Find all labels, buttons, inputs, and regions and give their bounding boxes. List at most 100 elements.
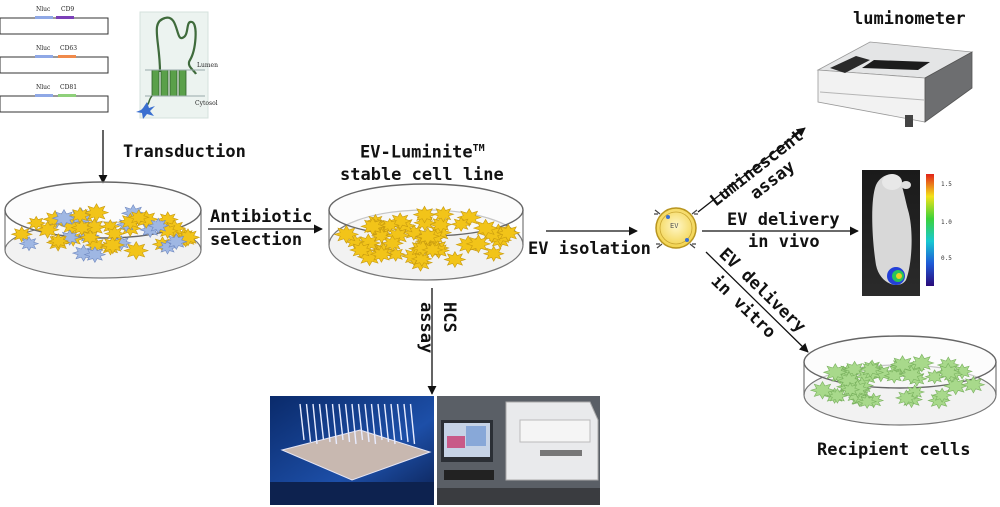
- cell-icon: [83, 203, 110, 223]
- cell-icon: [123, 240, 150, 261]
- cell-icon: [127, 209, 150, 226]
- ev-isolation-label: EV isolation: [528, 239, 651, 259]
- pipette-tip: [344, 403, 351, 443]
- pipette-tip: [364, 403, 370, 443]
- cell-icon: [432, 205, 455, 223]
- cell-icon: [103, 225, 126, 242]
- cell-icon: [472, 218, 499, 238]
- pipette-tip: [312, 403, 318, 445]
- cell-icon: [333, 224, 360, 244]
- cell-icon: [26, 215, 47, 231]
- construct-cd9: [0, 16, 109, 35]
- hcs-robot-photo: [270, 396, 434, 505]
- pipette-tip: [403, 403, 409, 443]
- cell-icon: [857, 394, 878, 409]
- pipette-tip: [396, 403, 403, 441]
- cell-icon: [943, 376, 969, 396]
- antibiotic-label: Antibiotic: [210, 207, 313, 227]
- cell-cluster-mixed: [10, 203, 201, 263]
- cell-icon: [165, 233, 188, 250]
- transduction-label: Transduction: [123, 142, 246, 162]
- dish-transduced: [4, 181, 202, 279]
- ev-luminite-text: EV-Luminite: [360, 142, 473, 163]
- cell-icon: [381, 234, 404, 252]
- cell-icon: [961, 375, 986, 394]
- pipette-tip: [370, 403, 377, 445]
- cell-icon: [100, 235, 126, 255]
- colorbar-tick-high: 1.5: [941, 181, 952, 188]
- cell-icon: [465, 234, 492, 254]
- cell-icon: [482, 245, 505, 262]
- ev-luminite-title: EV-LuminiteTM: [360, 143, 485, 162]
- ev-particle-icon: [654, 207, 698, 249]
- tetraspanin-schematic: [136, 11, 209, 119]
- construct-cd9-label: CD9: [61, 6, 75, 13]
- pipette-tip: [351, 403, 357, 445]
- cell-icon: [894, 389, 918, 407]
- cell-icon: [10, 226, 33, 243]
- selection-label: selection: [210, 230, 303, 250]
- cell-icon: [79, 229, 102, 246]
- construct-cd81-label: CD81: [60, 84, 78, 91]
- cell-icon: [47, 233, 69, 249]
- cell-icon: [18, 236, 40, 252]
- cell-icon: [68, 206, 92, 224]
- colorbar-tick-mid: 1.0: [941, 219, 952, 226]
- pipette-tip: [338, 403, 344, 441]
- pipette-tips: [299, 403, 416, 445]
- pipette-tip: [299, 403, 305, 441]
- construct-cd63: [0, 55, 109, 74]
- cell-icon: [379, 217, 400, 233]
- cell-icon: [147, 217, 170, 234]
- cell-icon: [412, 205, 437, 224]
- construct-cd63-label: CD63: [60, 45, 78, 52]
- pipette-tip: [325, 403, 331, 443]
- pipette-tip: [390, 403, 396, 445]
- pipette-tip: [331, 403, 338, 445]
- cell-icon: [421, 241, 444, 259]
- dish-recipient: [803, 335, 997, 426]
- pipette-tip: [383, 403, 390, 443]
- cell-icon: [415, 226, 441, 246]
- cell-icon: [889, 355, 916, 374]
- cell-icon: [931, 387, 953, 403]
- stable-cell-line-label: stable cell line: [340, 165, 504, 185]
- nluc-star-icon: [136, 102, 155, 119]
- cell-icon: [909, 353, 935, 373]
- hcs-instrument-photo: [437, 396, 600, 505]
- construct-cd9-nluc-label: Nluc: [36, 6, 51, 13]
- luminometer-label: luminometer: [853, 9, 966, 29]
- lumen-label: Lumen: [197, 62, 218, 69]
- construct-cd81: [0, 94, 109, 113]
- cell-icon: [840, 382, 861, 398]
- in-vivo-imaging: [862, 170, 934, 296]
- pipette-tip: [357, 403, 364, 441]
- cell-icon: [809, 380, 835, 400]
- cell-icon: [450, 216, 472, 232]
- cell-icon: [369, 245, 394, 263]
- in-vivo-label: in vivo: [748, 232, 820, 252]
- cell-icon: [496, 223, 521, 242]
- delivery-vivo-label: EV delivery: [727, 210, 840, 230]
- cell-icon: [883, 367, 905, 384]
- pipette-tip: [377, 403, 383, 441]
- construct-cd63-nluc-label: Nluc: [36, 45, 51, 52]
- cell-icon: [360, 217, 386, 236]
- colorbar-tick-low: 0.5: [941, 255, 952, 262]
- cell-icon: [51, 208, 77, 228]
- construct-diagrams: [0, 16, 109, 113]
- pipette-tip: [409, 403, 416, 445]
- hcs-label: HCS: [439, 302, 459, 333]
- cell-cluster-yellow: [333, 205, 521, 272]
- pipette-tip: [305, 403, 312, 443]
- cell-icon: [70, 219, 94, 236]
- colorbar: [926, 174, 934, 286]
- cell-icon: [859, 361, 882, 378]
- recipient-cells-label: Recipient cells: [817, 440, 971, 460]
- pipette-tip: [318, 403, 325, 441]
- arrow-delivery-vitro: [705, 251, 809, 353]
- dish-stable-line: [328, 183, 524, 281]
- cell-icon: [443, 250, 467, 269]
- luminometer-device: [816, 41, 974, 127]
